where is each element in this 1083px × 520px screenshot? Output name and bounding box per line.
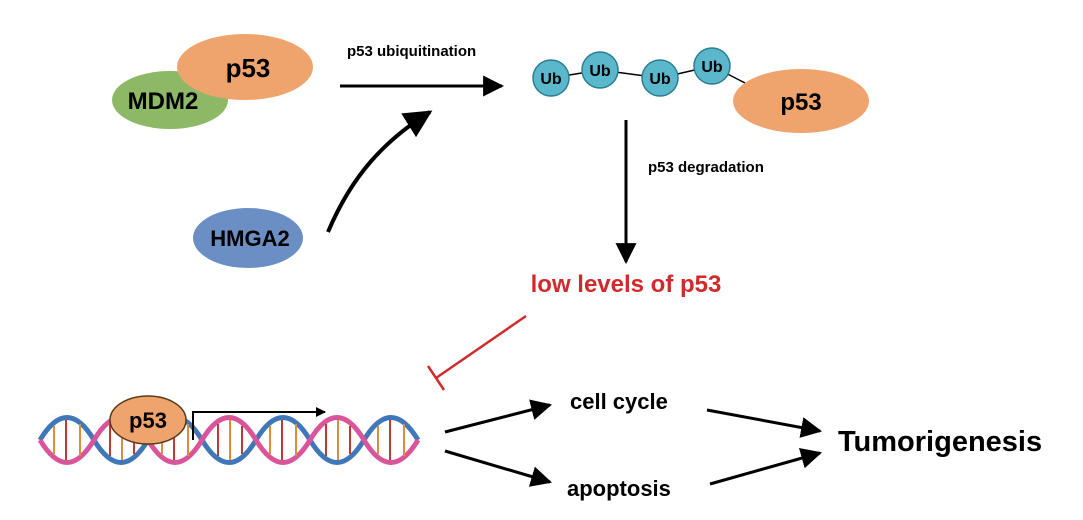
transcription-start-arrow [192,407,326,440]
p53-complex-label: p53 [226,53,271,83]
p53-ubiquitinated-node [733,69,869,133]
dna-base-pairs [53,420,405,460]
ub-node [641,59,679,97]
mdm2-p53-complex: p53 MDM2 [112,34,313,129]
cell-cycle-label: cell cycle [570,389,668,414]
ubiquitin-chain: Ub Ub Ub Ub p53 [532,47,869,133]
dna-strand-pink [37,415,421,465]
hmga2-label: HMGA2 [210,226,289,251]
hmga2-promotes-arrow [326,110,433,233]
p53-complex-node [177,34,313,100]
cell-cycle-to-tumor-arrow [706,408,823,438]
low-levels-label: low levels of p53 [531,271,722,298]
inhibition-bar [426,365,446,391]
ub-node [693,47,731,85]
mdm2-label: MDM2 [128,88,199,115]
apoptosis-arrow [444,449,553,487]
dna-helix [37,415,421,465]
apoptosis-to-tumor-arrow [709,448,823,486]
ub-label: Ub [589,63,611,80]
inhibition-symbol [426,314,527,391]
apoptosis-label: apoptosis [567,476,671,501]
ub-node [581,51,619,89]
ub-label: Ub [540,71,562,88]
ub-label: Ub [649,71,671,88]
tumorigenesis-label: Tumorigenesis [838,426,1042,458]
degradation-label: p53 degradation [648,159,764,176]
p53-dna-node [109,395,187,445]
p53-dna-label: p53 [129,408,167,433]
inhibition-line [435,314,527,380]
cell-cycle-arrow [444,399,553,434]
ub-label: Ub [701,59,723,76]
p53-ubiquitinated-label: p53 [780,89,821,116]
ubiquitination-label: p53 ubiquitination [347,43,476,60]
ub-node [532,59,570,97]
hmga2-node [193,208,303,268]
dna-strand-blue [37,415,421,465]
